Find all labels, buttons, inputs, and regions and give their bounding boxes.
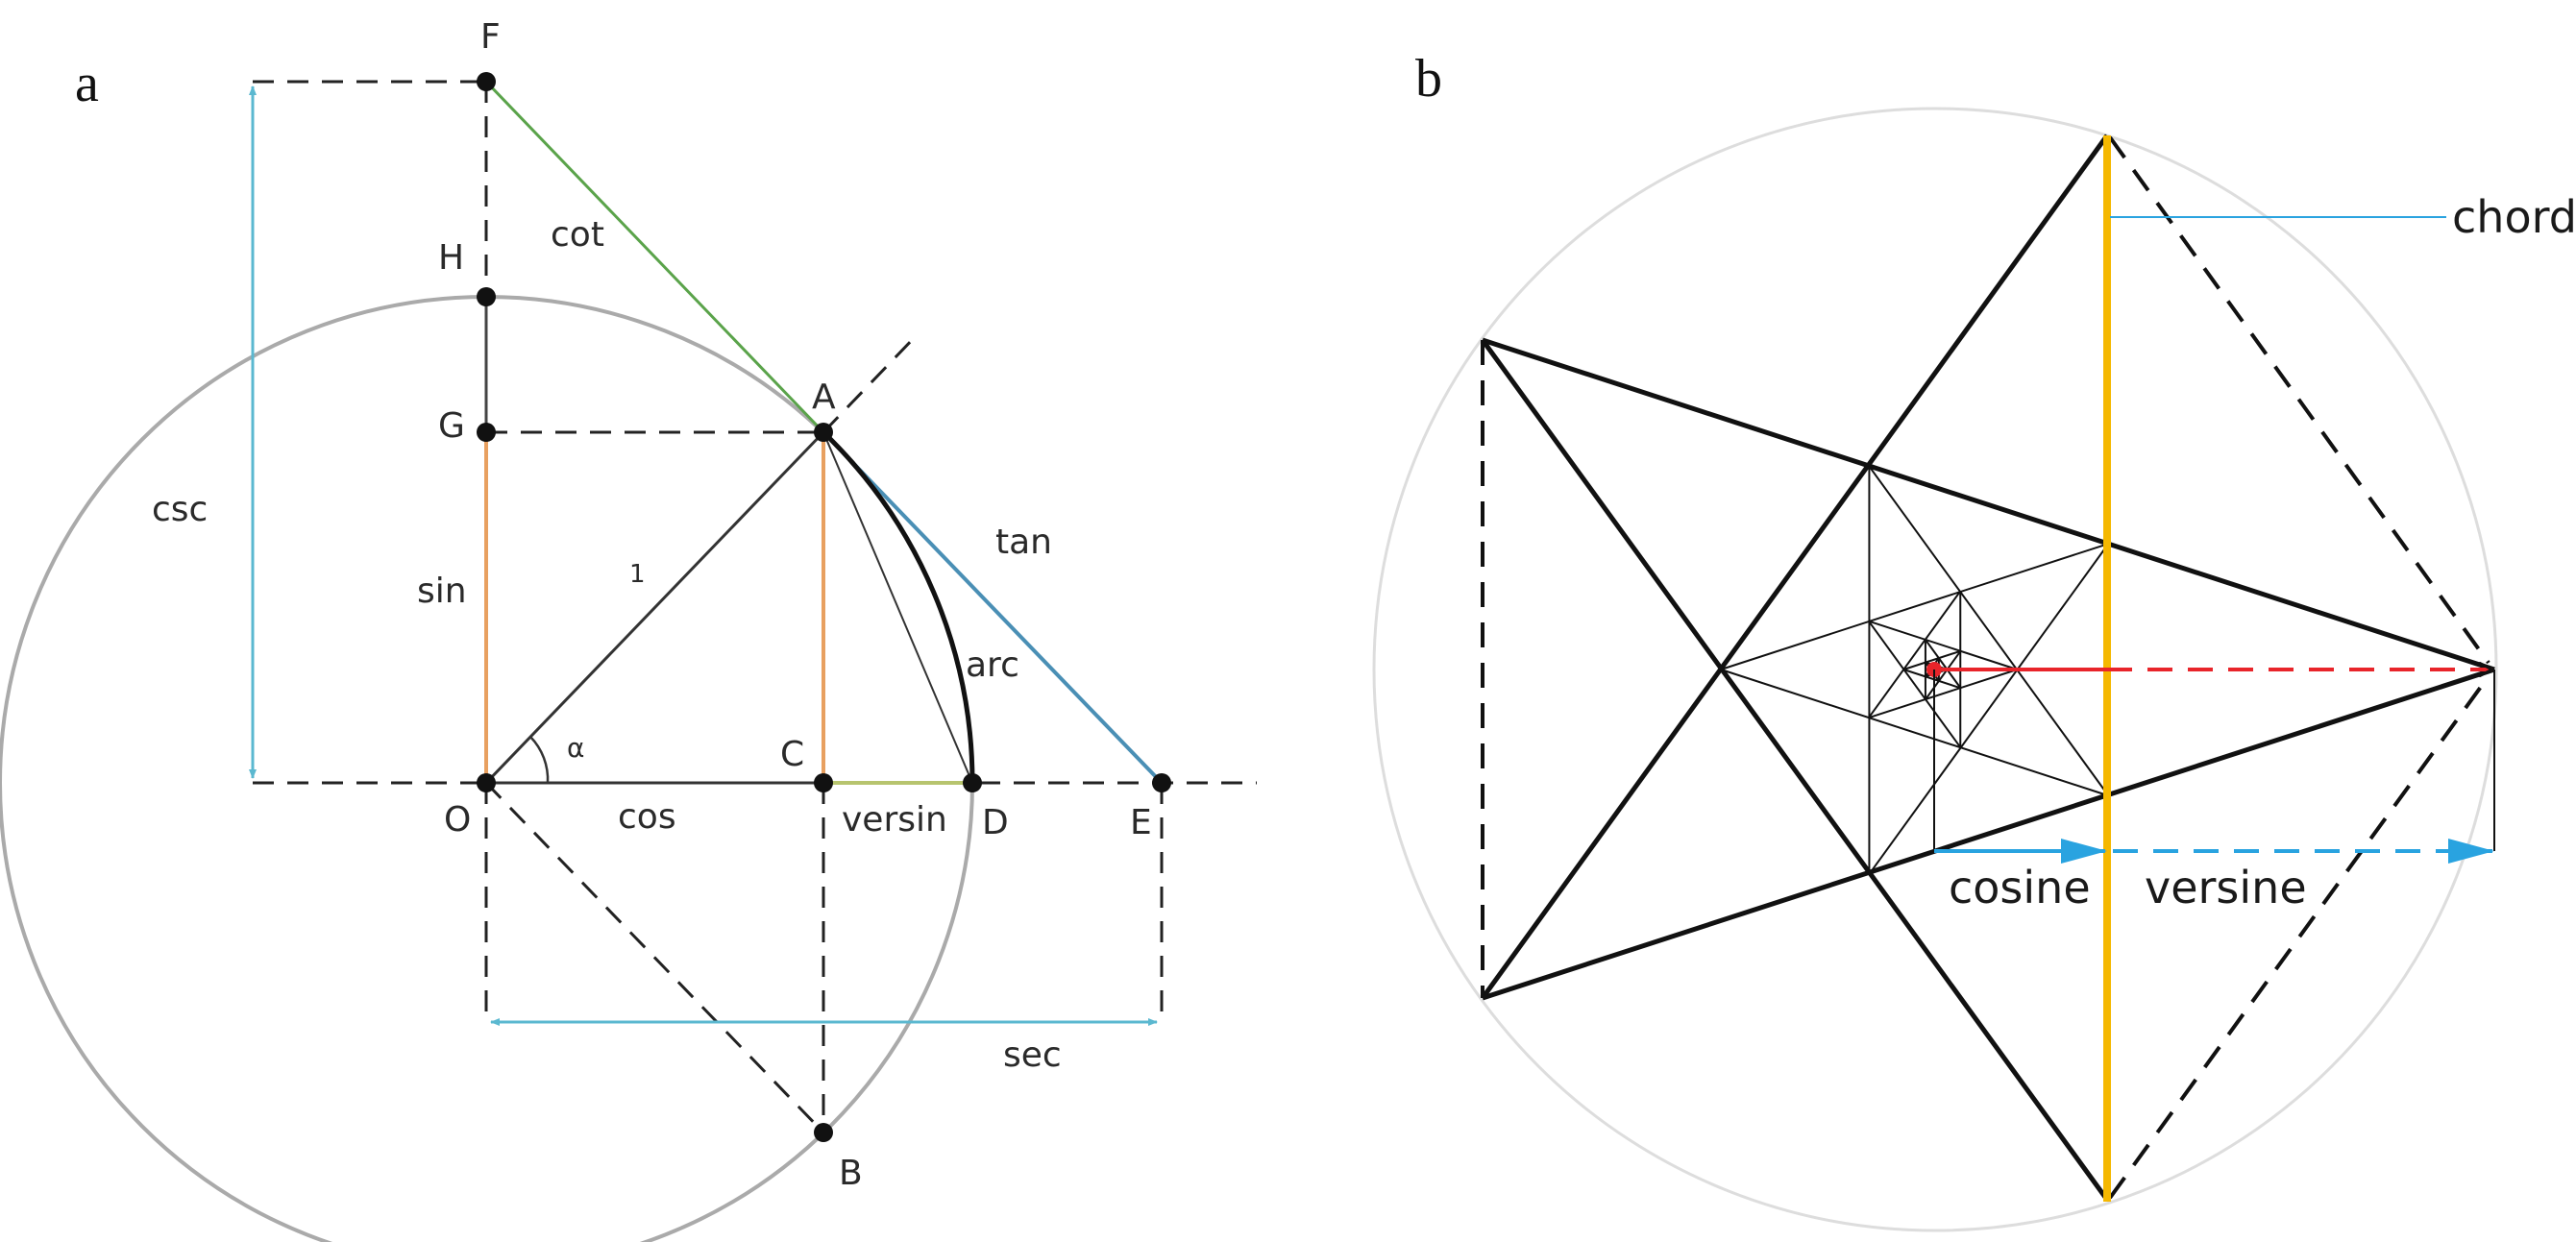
star-edge (1480, 338, 2110, 1202)
label-cosine: cosine (1949, 862, 2091, 913)
label-cos: cos (618, 797, 676, 837)
points (477, 72, 1171, 1142)
star-edge (1482, 667, 2495, 1001)
panel-label-b: b (1415, 49, 1442, 109)
star-edge (1868, 669, 2018, 719)
label-c: C (780, 735, 804, 774)
star-edge (1868, 621, 1962, 748)
point-g (477, 423, 496, 442)
label-e: E (1130, 803, 1152, 842)
arc-segment (822, 430, 975, 784)
dashed-line-bottom-right (2108, 674, 2490, 1200)
outer-circle (1372, 107, 2498, 1232)
label-sec: sec (1003, 1035, 1062, 1075)
label-sin: sin (417, 572, 467, 611)
angle-alpha-arc (529, 736, 550, 784)
star-edge (1868, 543, 2110, 875)
chord-segment (822, 431, 973, 784)
point-d (963, 773, 982, 792)
label-f: F (480, 17, 501, 57)
star-edge (1480, 134, 2110, 1000)
star-edge (1720, 669, 2109, 797)
point-b (814, 1123, 833, 1142)
label-alpha: α (567, 732, 584, 764)
label-d: D (982, 803, 1009, 842)
point-h (477, 287, 496, 306)
label-tan: tan (995, 523, 1052, 562)
panel-label-a: a (75, 54, 99, 113)
star-edge (1925, 650, 1962, 700)
star-edge (1720, 543, 2109, 670)
label-csc: csc (152, 490, 208, 529)
dashed-line-top-right (2108, 135, 2490, 665)
label-radius-1: 1 (629, 560, 646, 589)
star-edge (1925, 639, 1962, 689)
label-cot: cot (551, 215, 604, 255)
label-g: G (438, 406, 465, 446)
point-f (477, 72, 496, 91)
label-versine: versine (2145, 862, 2307, 913)
panel-a: a (0, 17, 1257, 1242)
nested-stars (1480, 134, 2495, 1202)
label-versin: versin (842, 800, 947, 840)
star-edge (1868, 465, 2110, 796)
dashed-line-ob (484, 781, 825, 1134)
label-a: A (812, 377, 836, 417)
cot-segment (484, 80, 825, 434)
label-h: H (438, 238, 464, 278)
label-arc: arc (966, 645, 1019, 685)
point-e (1152, 773, 1171, 792)
dashed-radius-extension (822, 334, 918, 434)
star-edge (1868, 590, 1962, 718)
point-a (814, 423, 833, 442)
point-o (477, 773, 496, 792)
star-edge (1868, 620, 2018, 670)
label-chord: chord (2452, 191, 2576, 243)
star-edge (1482, 337, 2495, 672)
label-b: B (839, 1154, 863, 1193)
point-c (814, 773, 833, 792)
star-edge (1902, 669, 1961, 690)
star-edge (1902, 649, 1961, 670)
tan-segment (822, 430, 1164, 785)
label-o: O (444, 800, 471, 840)
panel-b: b chord cosine versine (1372, 49, 2576, 1232)
radius-segment (484, 430, 825, 785)
